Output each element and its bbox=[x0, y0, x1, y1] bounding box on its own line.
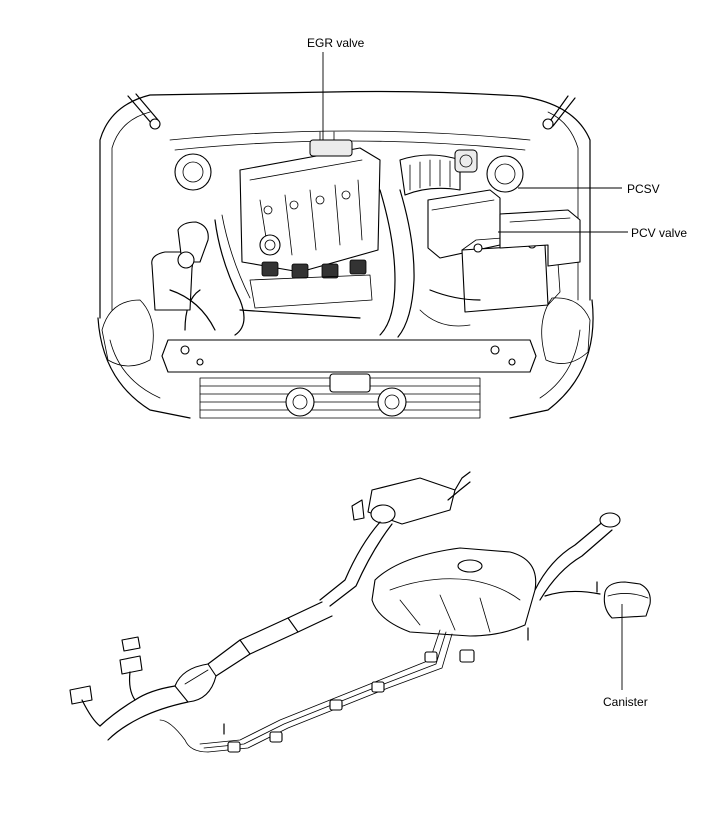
pcsv-label: PCSV bbox=[627, 182, 660, 196]
fuel-exhaust-illustration bbox=[69, 471, 651, 753]
engine-bay-illustration bbox=[97, 90, 594, 419]
pcv-valve-label: PCV valve bbox=[631, 226, 687, 240]
canister-label: Canister bbox=[603, 695, 648, 709]
egr-valve-label: EGR valve bbox=[307, 36, 365, 50]
